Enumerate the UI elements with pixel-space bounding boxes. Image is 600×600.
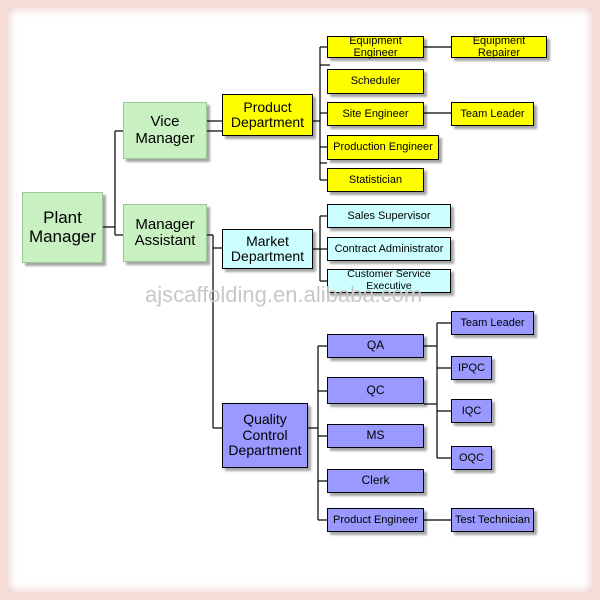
watermark-text: ajscaffolding.en.alibaba.com bbox=[145, 282, 423, 307]
iqc-box: IQC bbox=[451, 399, 492, 423]
equipment-engineer-box: Equipment Engineer bbox=[327, 35, 424, 59]
market-department-box: Market Department bbox=[222, 229, 313, 269]
vice-manager-box: Vice Manager bbox=[123, 102, 207, 159]
scheduler-box: Scheduler bbox=[327, 69, 424, 94]
ms-box: MS bbox=[327, 424, 424, 448]
contract-administrator-box: Contract Administrator bbox=[327, 237, 451, 261]
plant-manager-box: Plant Manager bbox=[22, 192, 103, 263]
product-engineer-box: Product Engineer bbox=[327, 508, 424, 532]
oqc-box: OQC bbox=[451, 446, 492, 470]
qc-box: QC bbox=[327, 377, 424, 404]
quality-control-department-box: Quality Control Department bbox=[222, 403, 308, 468]
qa-box: QA bbox=[327, 334, 424, 358]
production-engineer-box: Production Engineer bbox=[327, 135, 439, 160]
team-leader-box-quality: Team Leader bbox=[451, 311, 534, 335]
product-department-box: Product Department bbox=[222, 94, 313, 136]
equipment-repairer-box: Equipment Repairer bbox=[451, 35, 547, 59]
ipqc-box: IPQC bbox=[451, 356, 492, 380]
site-engineer-box: Site Engineer bbox=[327, 102, 424, 126]
team-leader-box-product: Team Leader bbox=[451, 102, 534, 126]
clerk-box: Clerk bbox=[327, 469, 424, 493]
sales-supervisor-box: Sales Supervisor bbox=[327, 204, 451, 228]
manager-assistant-box: Manager Assistant bbox=[123, 204, 207, 262]
statistician-box: Statistician bbox=[327, 168, 424, 192]
test-technician-box: Test Technician bbox=[451, 508, 534, 532]
customer-service-executive-box: Customer Service Executive bbox=[327, 269, 451, 293]
